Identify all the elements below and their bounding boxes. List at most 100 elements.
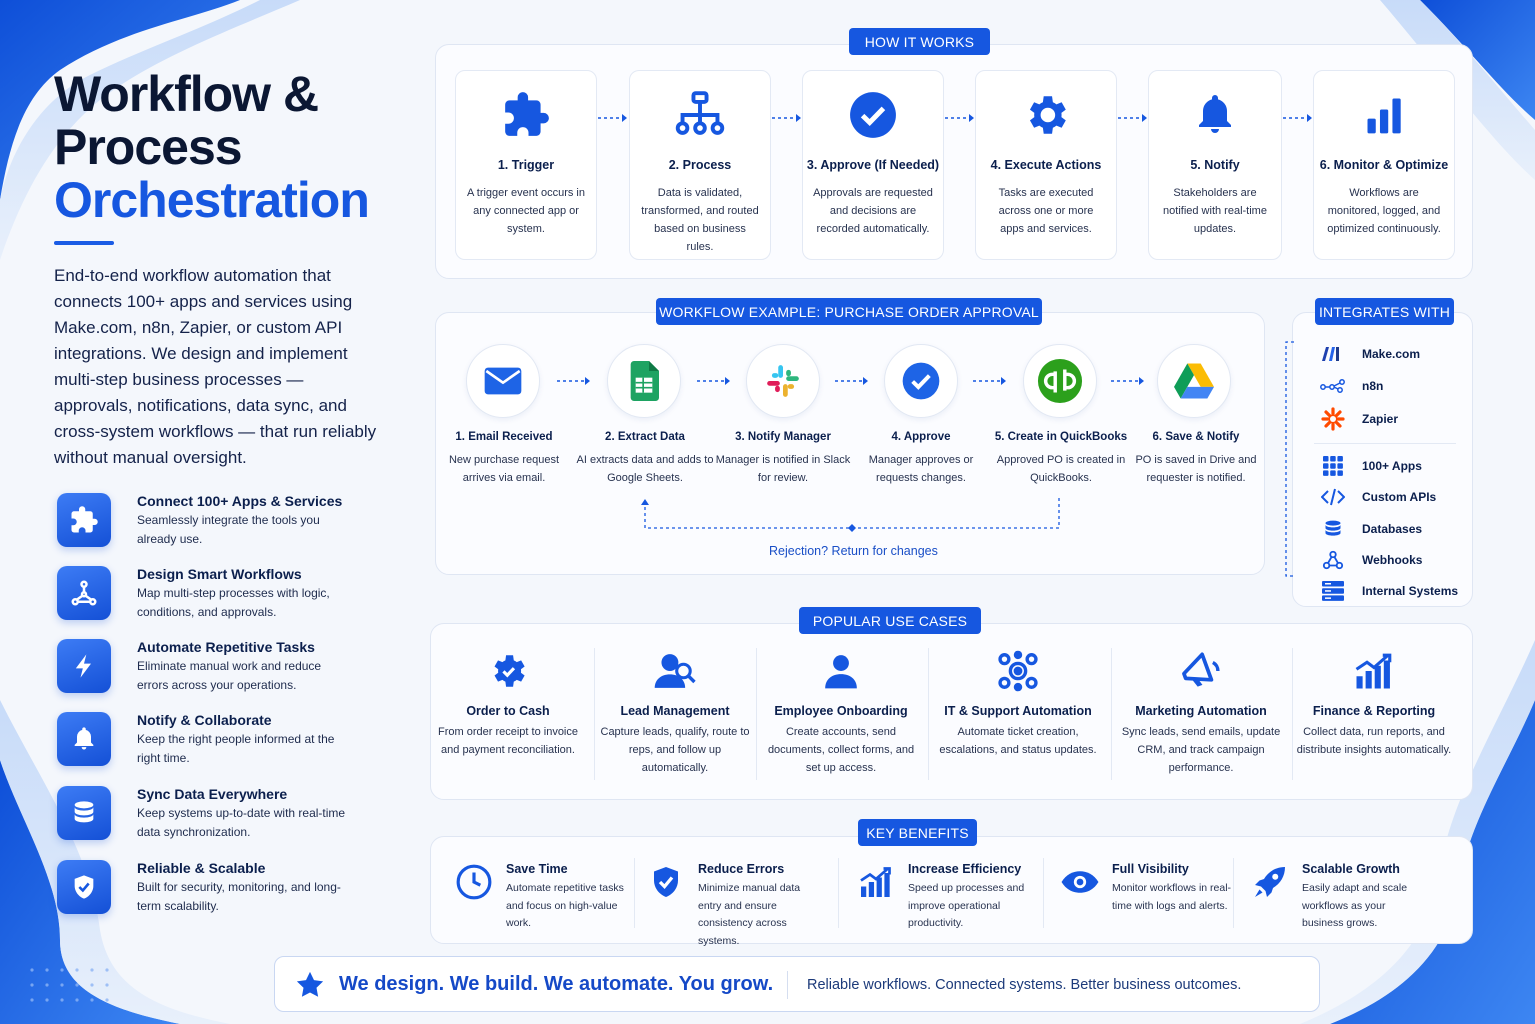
step-desc: Tasks are executed across one or more ap… [998,187,1094,235]
title-underline [54,241,114,245]
zapier-logo-icon [1320,407,1346,431]
use-case-desc: Capture leads, qualify, route to reps, a… [600,726,750,774]
arrow-icon [835,377,868,385]
use-case-desc: Create accounts, send documents, collect… [767,726,915,774]
title-line-3: Orchestration [54,172,370,228]
benefit-title: Full Visibility [1112,862,1189,876]
growth-chart-icon [1294,648,1454,694]
section-label-integrations: INTEGRATES WITH [1315,298,1454,325]
workflow-step-desc: New purchase request arrives via email. [448,454,560,484]
workflow-step-desc: PO is saved in Drive and requester is no… [1135,454,1257,484]
step-desc: Stakeholders are notified with real-time… [1163,187,1267,235]
gear-check-icon [428,648,588,694]
workflow-step-title: 4. Approve [891,431,951,443]
use-case-item: Order to Cash From order receipt to invo… [428,648,588,759]
arrow-icon [598,114,627,122]
page-title: Workflow & Process Orchestration [54,66,370,228]
workflow-step-desc: Manager approves or requests changes. [868,454,974,484]
n8n-logo-icon [1320,374,1346,398]
gears-icon [938,648,1098,694]
feature-item: Connect 100+ Apps & Services Seamlessly … [57,493,387,553]
feature-item: Sync Data Everywhere Keep systems up-to-… [57,786,387,846]
integration-item: n8n [1320,374,1383,398]
code-icon [1320,485,1346,509]
feature-title: Connect 100+ Apps & Services [137,493,343,509]
section-label-use-cases: POPULAR USE CASES [799,607,981,634]
title-line-2: Process [54,119,243,175]
divider [838,858,839,928]
puzzle-icon [57,493,111,547]
star-icon [295,970,325,1005]
arrow-icon [1111,377,1144,385]
step-card: 4. Execute Actions Tasks are executed ac… [975,70,1117,260]
bell-icon [57,712,111,766]
intro-paragraph: End-to-end workflow automation that conn… [54,266,377,467]
step-card: 3. Approve (If Needed) Approvals are req… [802,70,944,260]
integration-label: Databases [1362,522,1423,536]
puzzle-icon [456,88,596,142]
rejection-note: Rejection? Return for changes [769,544,938,558]
server-icon [1320,579,1346,603]
integration-item: Zapier [1320,407,1398,431]
step-desc: A trigger event occurs in any connected … [466,187,585,235]
quickbooks-icon [1023,344,1097,418]
step-title: 3. Approve (If Needed) [806,158,940,172]
step-desc: Data is validated, transformed, and rout… [641,187,759,253]
megaphone-icon [1121,648,1281,694]
section-label-workflow-example: WORKFLOW EXAMPLE: PURCHASE ORDER APPROVA… [656,298,1042,325]
workflow-step-desc: Approved PO is created in QuickBooks. [996,454,1126,484]
bar-chart-icon [1314,88,1454,142]
check-circle-icon [884,344,958,418]
feature-desc: Keep the right people informed at the ri… [137,732,335,765]
arrow-icon [772,114,801,122]
benefit-desc: Easily adapt and scale workflows as your… [1302,882,1408,929]
benefit-desc: Automate repetitive tasks and focus on h… [506,882,624,929]
arrow-icon [973,377,1006,385]
integration-label: Zapier [1362,412,1399,426]
step-title: 1. Trigger [497,158,555,172]
integration-item: Make.com [1320,342,1420,366]
title-line-1: Workflow & [54,66,319,122]
integration-label: Make.com [1362,347,1421,361]
benefits-panel [430,836,1473,944]
step-desc: Approvals are requested and decisions ar… [813,187,933,235]
use-case-item: Marketing Automation Sync leads, send em… [1121,648,1281,777]
feature-item: Reliable & Scalable Built for security, … [57,860,387,920]
rocket-icon [1250,862,1290,902]
feature-title: Reliable & Scalable [137,860,266,876]
integration-item: Webhooks [1320,548,1422,572]
step-card: 6. Monitor & Optimize Workflows are moni… [1313,70,1455,260]
eye-icon [1060,862,1100,902]
integration-item: 100+ Apps [1320,454,1422,478]
feature-desc: Map multi-step processes with logic, con… [137,586,330,619]
rejection-loop-line [641,498,1060,532]
section-label-how-it-works: HOW IT WORKS [849,28,990,55]
user-icon [761,648,921,694]
arrow-icon [1283,114,1312,122]
use-cases-panel [430,623,1473,800]
google-sheets-icon [607,344,681,418]
step-title: 2. Process [668,158,732,172]
use-case-item: Employee Onboarding Create accounts, sen… [761,648,921,777]
divider [1043,858,1044,928]
use-case-desc: Automate ticket creation, escalations, a… [939,726,1097,756]
growth-chart-icon [856,862,896,902]
integration-label: n8n [1362,379,1384,393]
slack-icon [746,344,820,418]
use-case-title: Order to Cash [466,704,550,718]
section-label-benefits: KEY BENEFITS [858,819,977,846]
benefit-desc: Monitor workflows in real-time with logs… [1112,882,1232,912]
use-case-item: IT & Support Automation Automate ticket … [938,648,1098,759]
benefit-desc: Speed up processes and improve operation… [908,882,1025,929]
feature-desc: Eliminate manual work and reduce errors … [137,659,322,692]
use-case-desc: Sync leads, send emails, update CRM, and… [1121,726,1281,774]
benefit-title: Save Time [506,862,568,876]
feature-desc: Seamlessly integrate the tools you alrea… [137,513,320,546]
shield-check-icon [57,860,111,914]
shield-check-icon [646,862,686,902]
feature-title: Sync Data Everywhere [137,786,288,802]
divider [756,648,757,780]
google-drive-icon [1157,344,1231,418]
divider [634,858,635,928]
check-circle-icon [803,88,943,142]
